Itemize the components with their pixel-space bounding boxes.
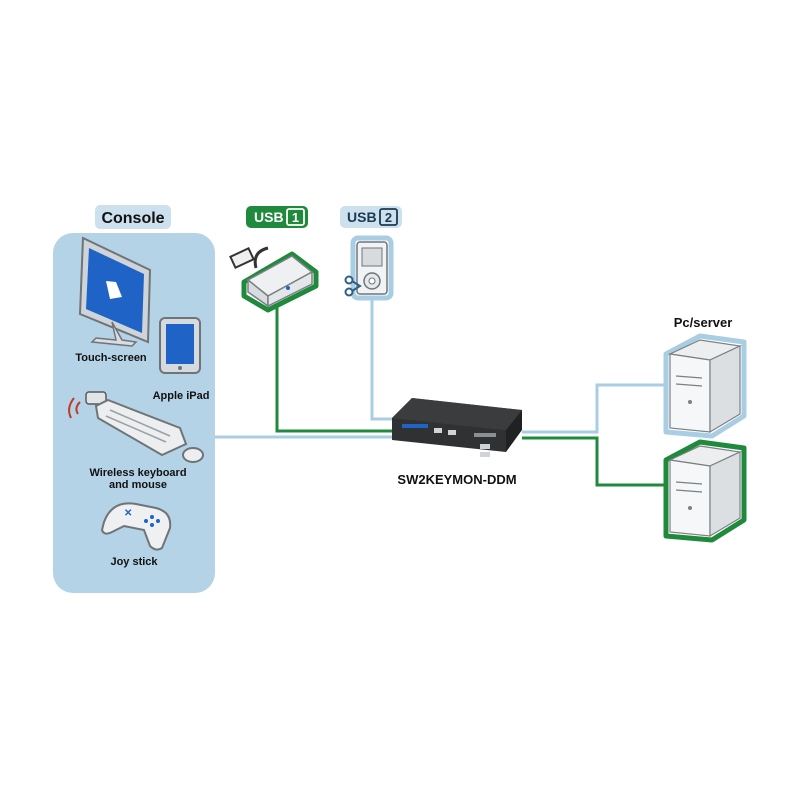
joystick-label: Joy stick [110, 556, 158, 568]
usb2-label: USB [347, 209, 377, 225]
usb-connector-icon [344, 275, 362, 297]
usb2-number: 2 [385, 210, 392, 225]
kvm-switch-icon [392, 398, 522, 457]
usb2-badge: USB 2 [340, 206, 402, 228]
ipad-icon [159, 317, 201, 374]
keyboard-label-line1: Wireless keyboard [89, 467, 186, 479]
keyboard-label-line2: and mouse [109, 479, 167, 491]
switch-model-label: SW2KEYMON-DDM [397, 472, 516, 487]
usb-hard-drive-icon [229, 246, 319, 313]
console-panel: Console Touch-screen Apple iPad [53, 205, 215, 593]
servers-title: Pc/server [674, 315, 733, 330]
joystick-icon: ✕ [100, 502, 172, 551]
ipad-label: Apple iPad [153, 390, 210, 402]
wireless-keyboard-icon [68, 391, 188, 457]
connection-lines [214, 296, 667, 487]
svg-text:✕: ✕ [124, 508, 132, 519]
media-player-icon [350, 235, 394, 301]
touchscreen-monitor-icon [78, 236, 152, 347]
usb1-label: USB [254, 209, 284, 225]
console-title: Console [101, 210, 164, 227]
console-title-tab [95, 205, 171, 229]
usb1-number: 1 [292, 210, 299, 225]
switch-to-server2-link [522, 436, 667, 487]
touchscreen-label: Touch-screen [75, 352, 147, 364]
server-1-icon [663, 333, 747, 439]
usb1-badge: USB 1 [246, 206, 308, 228]
usb1-to-switch-link [275, 296, 392, 433]
switch-to-server1-link [522, 383, 667, 434]
mouse-icon [182, 447, 204, 463]
usb2-to-switch-link [370, 300, 392, 421]
server-2-icon [663, 439, 747, 543]
